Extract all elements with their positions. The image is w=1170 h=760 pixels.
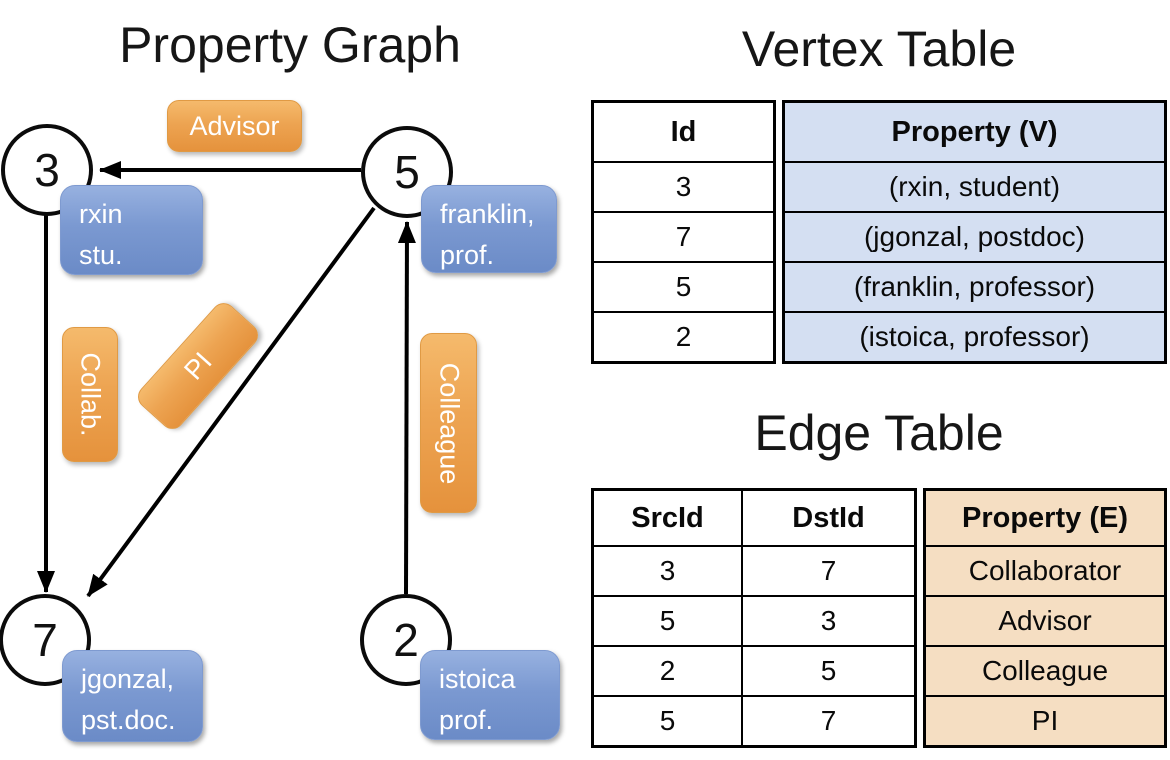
edge-table-property-header: Property (E) <box>962 501 1128 534</box>
edge-table-property-cell: Colleague <box>926 645 1164 695</box>
edge-table-property-column: Property (E) Collaborator Advisor Collea… <box>923 488 1167 748</box>
vertex-table-id-header: Id <box>670 115 697 148</box>
vertex-card-jgonzal: jgonzal, pst.doc. <box>62 650 203 742</box>
edge-table-dst-cell: 5 <box>741 645 914 695</box>
edge-table-src-cell: 5 <box>594 695 741 745</box>
node-3-label: 3 <box>34 144 60 196</box>
vertex-table-id-cell: 7 <box>594 211 773 261</box>
edge-table-src-header: SrcId <box>631 501 704 534</box>
vertex-table-id-column: Id 3 7 5 2 <box>591 100 776 364</box>
edge-label-colleague-text: Colleague <box>434 362 464 484</box>
vertex-table-property-cell: (franklin, professor) <box>785 261 1164 311</box>
vertex-card-rxin-line2: stu. <box>79 239 123 270</box>
vertex-card-franklin: franklin, prof. <box>421 185 557 273</box>
vertex-table-property-column: Property (V) (rxin, student) (jgonzal, p… <box>782 100 1167 364</box>
vertex-card-istoica-line2: prof. <box>439 704 494 735</box>
edge-table-dst-cell: 7 <box>741 545 914 595</box>
vertex-card-rxin-line1: rxin <box>79 199 123 229</box>
edge-table-title: Edge Table <box>754 405 1004 461</box>
edge-table-property-cell: Collaborator <box>926 545 1164 595</box>
vertex-card-franklin-line1: franklin, <box>440 199 535 229</box>
vertex-table-title: Vertex Table <box>741 21 1017 77</box>
vertex-card-jgonzal-line2: pst.doc. <box>81 704 176 735</box>
edge-table-property-cell: PI <box>926 695 1164 745</box>
vertex-table-property-header: Property (V) <box>891 115 1058 148</box>
edge-table-property-cell: Advisor <box>926 595 1164 645</box>
property-graph-title: Property Graph <box>119 17 461 73</box>
edge-table: SrcId DstId 3 7 5 3 2 5 5 7 Property (E) <box>591 488 1167 748</box>
edge-label-pi-text: PI <box>177 346 218 386</box>
vertex-card-jgonzal-line1: jgonzal, <box>81 664 175 694</box>
vertex-card-franklin-line2: prof. <box>440 239 495 270</box>
vertex-card-istoica: istoica prof. <box>420 650 560 740</box>
vertex-table-id-cell: 5 <box>594 261 773 311</box>
edge-table-dst-cell: 3 <box>741 595 914 645</box>
edge-table-id-columns: SrcId DstId 3 7 5 3 2 5 5 7 <box>591 488 917 748</box>
node-5-label: 5 <box>394 146 420 198</box>
edge-table-src-cell: 3 <box>594 545 741 595</box>
edge-label-colleague: Colleague <box>420 333 477 513</box>
edge-2-to-5 <box>397 221 416 595</box>
edge-table-src-cell: 2 <box>594 645 741 695</box>
edge-table-src-cell: 5 <box>594 595 741 645</box>
vertex-table-property-cell: (jgonzal, postdoc) <box>785 211 1164 261</box>
vertex-table: Id 3 7 5 2 Property (V) (rxin, student) … <box>591 100 1167 364</box>
edge-label-advisor-text: Advisor <box>189 110 280 141</box>
edge-table-dst-header: DstId <box>741 491 914 545</box>
vertex-table-id-cell: 3 <box>594 161 773 211</box>
vertex-table-property-cell: (rxin, student) <box>785 161 1164 211</box>
edge-5-to-7 <box>86 206 376 598</box>
edge-table-dst-cell: 7 <box>741 695 914 745</box>
edge-label-collab: Collab. <box>62 327 118 462</box>
node-2-label: 2 <box>393 614 419 666</box>
node-5: 5 <box>361 126 453 218</box>
vertex-card-rxin: rxin stu. <box>60 185 203 275</box>
vertex-table-id-cell: 2 <box>594 311 773 361</box>
node-7-label: 7 <box>32 614 58 666</box>
edge-label-advisor: Advisor <box>167 100 302 152</box>
edge-label-collab-text: Collab. <box>75 352 106 437</box>
vertex-card-istoica-line1: istoica <box>439 664 516 694</box>
node-2: 2 <box>360 594 452 686</box>
graph-edges <box>37 161 416 598</box>
vertex-table-property-cell: (istoica, professor) <box>785 311 1164 361</box>
